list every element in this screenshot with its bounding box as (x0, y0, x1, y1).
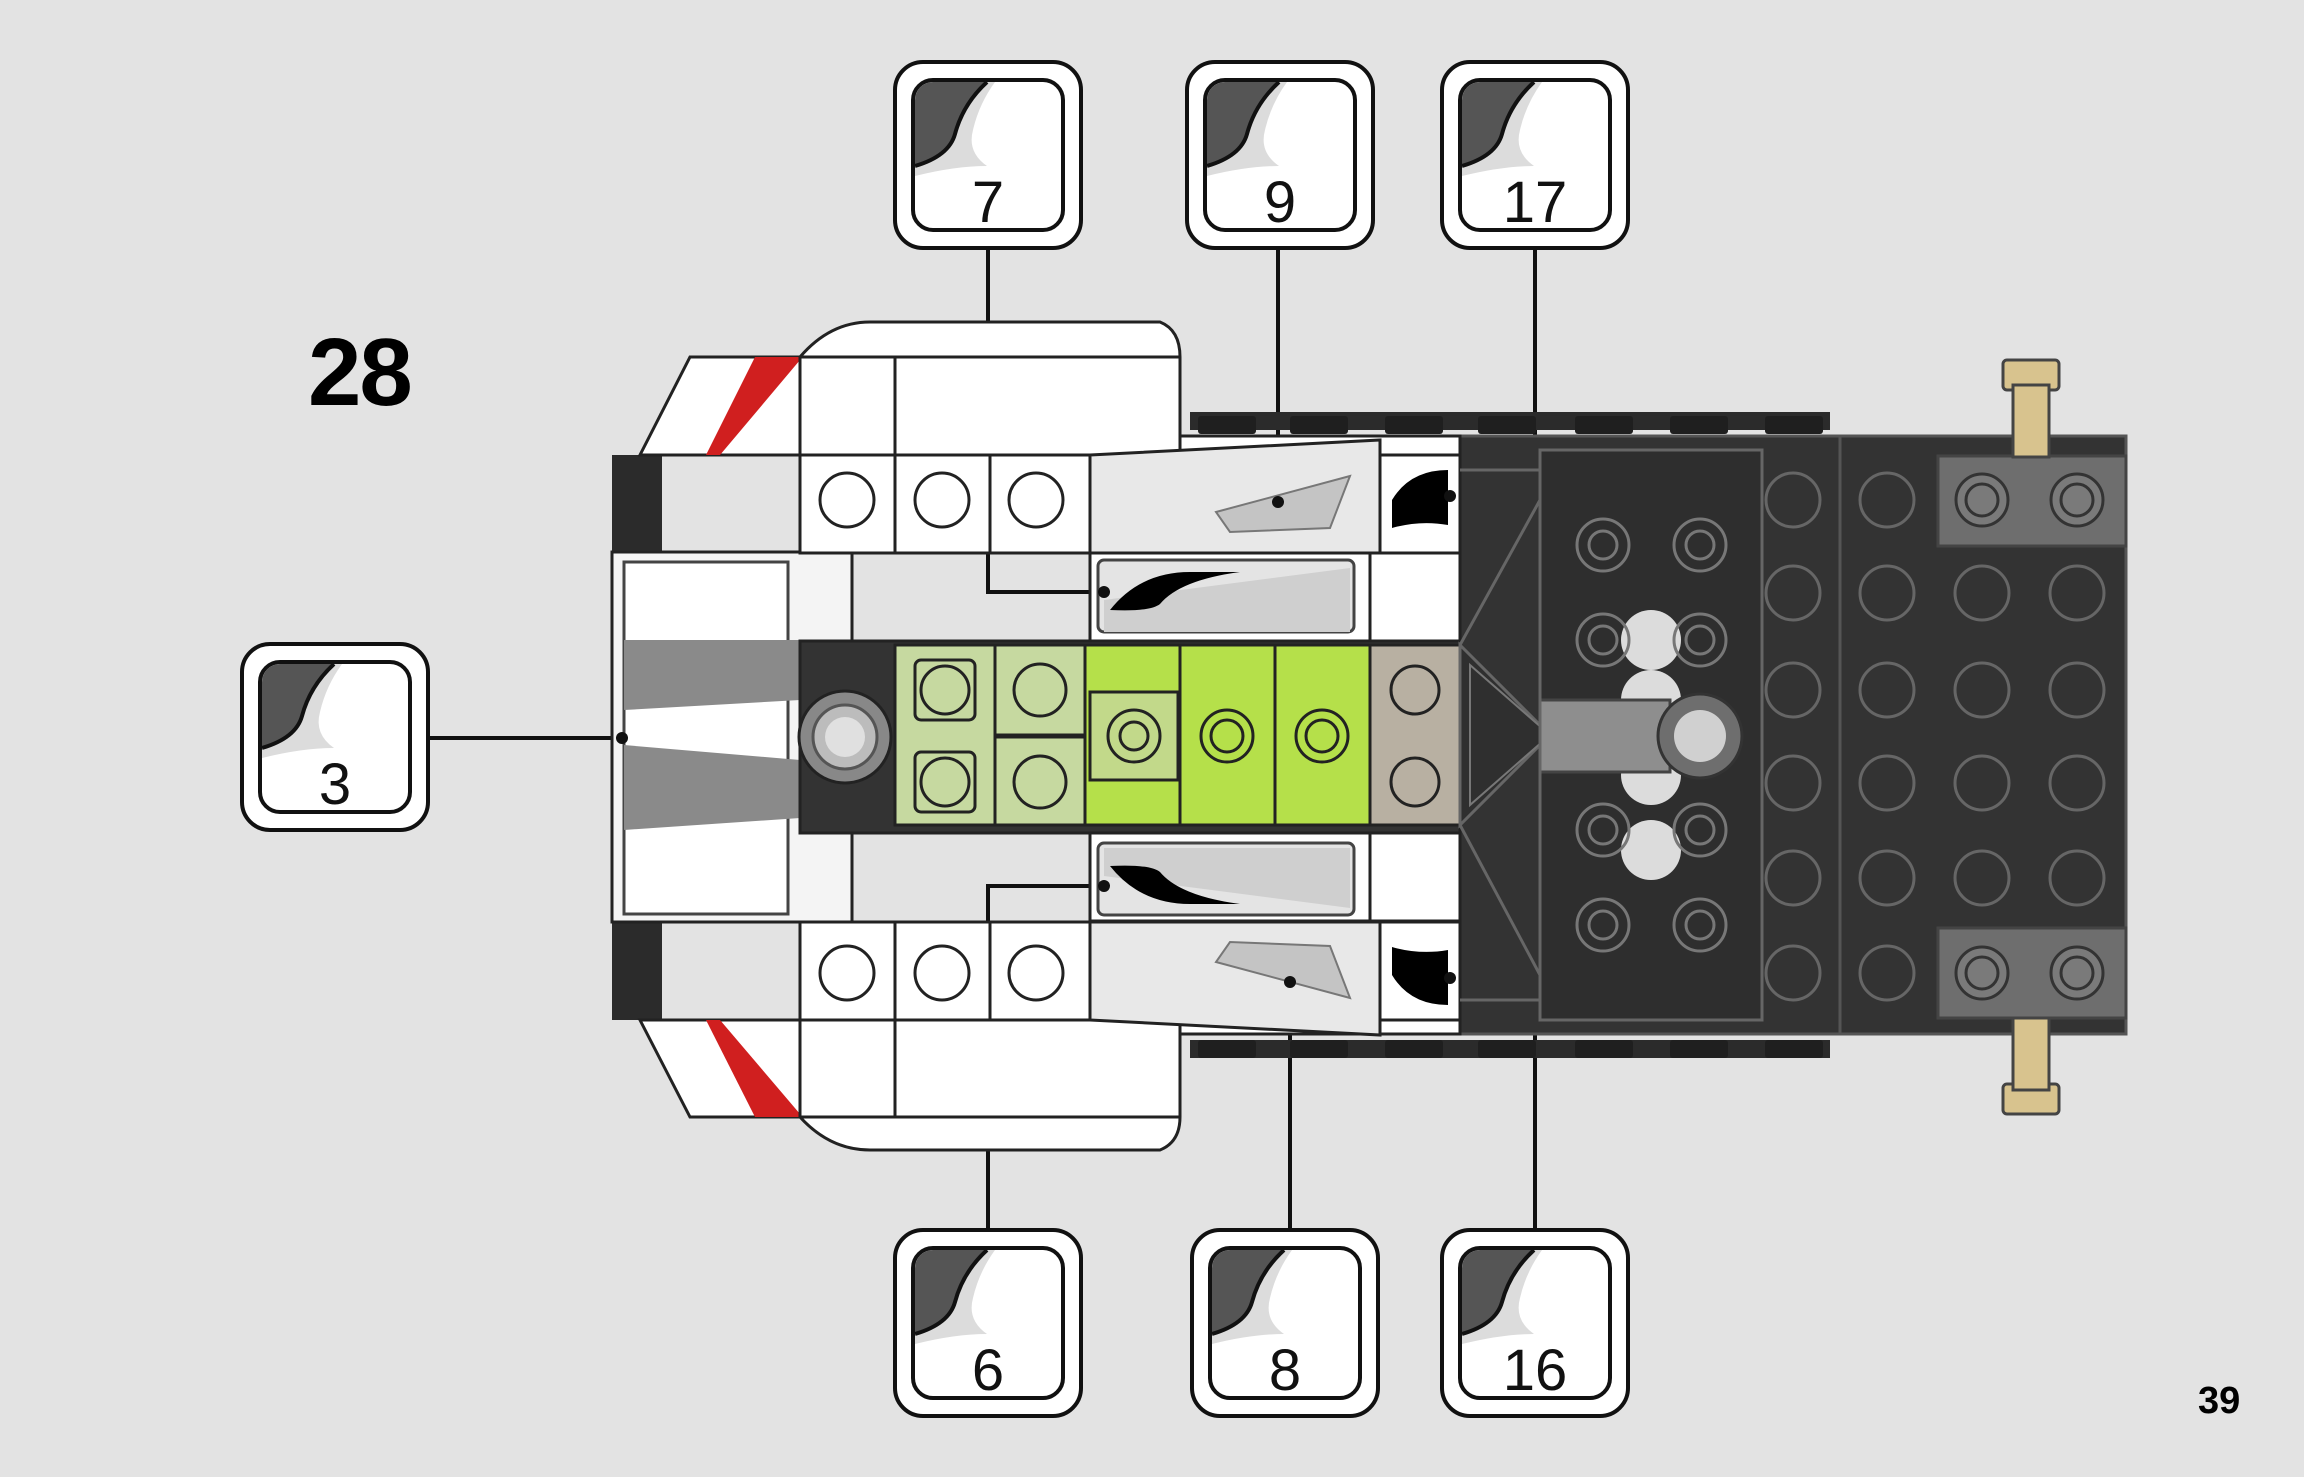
callout-label: 3 (318, 752, 352, 817)
sticker-curl-icon (1207, 82, 1287, 176)
sticker-curl-icon (1462, 82, 1542, 176)
rear-gray-tiles (1936, 454, 2128, 1020)
callout-sticker-6: 6 (893, 1228, 1083, 1418)
wedge-slopes (1088, 438, 1462, 1037)
callout-sticker-3: 3 (240, 642, 430, 832)
step-number: 28 (308, 319, 413, 426)
callout-sticker-16: 16 (1440, 1228, 1630, 1418)
tan-pins (2001, 358, 2061, 1116)
sticker-curl-icon (1462, 1250, 1542, 1344)
sticker-curl-icon (915, 82, 995, 176)
rear-studs (1764, 471, 2106, 1002)
panel-lines (1458, 468, 1542, 1002)
sticker-curl-icon (1212, 1250, 1292, 1344)
callout-sticker-17: 17 (1440, 60, 1630, 250)
callout-label: 6 (971, 1338, 1005, 1403)
center-studs (913, 658, 1441, 814)
callout-label: 8 (1268, 1338, 1302, 1403)
sticker-curl-icon (262, 664, 342, 758)
callout-sticker-8: 8 (1190, 1228, 1380, 1418)
callout-label: 16 (1502, 1338, 1568, 1403)
sticker-curl-icon (915, 1250, 995, 1344)
leader-dots (616, 490, 1456, 988)
callout-sticker-7: 7 (893, 60, 1083, 250)
callout-label: 9 (1263, 170, 1297, 235)
callout-sticker-9: 9 (1185, 60, 1375, 250)
callout-label: 17 (1502, 170, 1568, 235)
callout-label: 7 (971, 170, 1005, 235)
page-number: 39 (2198, 1380, 2241, 1422)
